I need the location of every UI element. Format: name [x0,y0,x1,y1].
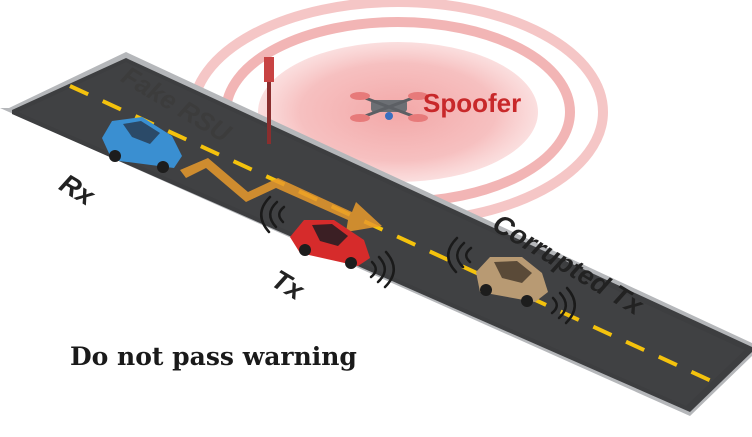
lane-divider [69,84,719,386]
arrow-icon [180,158,382,232]
rx-car [102,117,182,173]
signal-wave-icon [260,195,576,325]
corrupted-tx-car [476,257,548,307]
drone-icon [350,92,428,122]
tx-car [290,220,370,269]
warning-caption: Do not pass warning [70,342,357,371]
spoofer-label: Spoofer [423,88,522,118]
road-surface [18,62,745,406]
rsu-pole-icon [264,57,274,144]
